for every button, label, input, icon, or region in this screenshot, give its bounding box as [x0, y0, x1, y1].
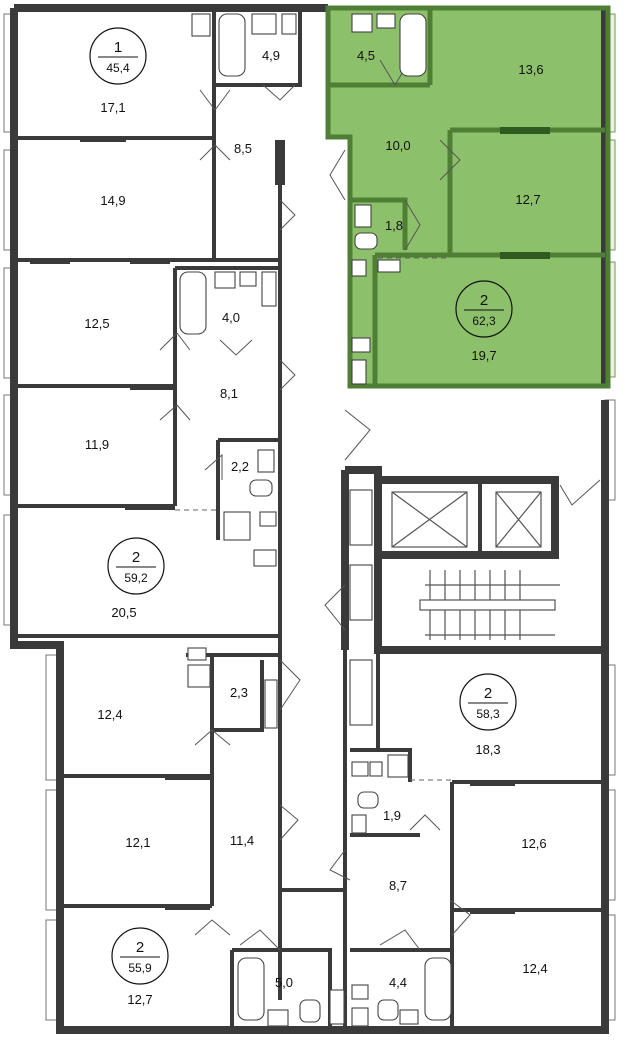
room-area: 14,9 [100, 193, 125, 208]
room-area: 12,5 [84, 316, 109, 331]
room-area: 2,3 [230, 685, 248, 700]
doors [159, 59, 601, 951]
apartment-area: 55,9 [128, 961, 152, 975]
room-area: 4,9 [262, 48, 280, 63]
room-area: 8,1 [220, 386, 238, 401]
apartment-area: 58,3 [476, 707, 500, 721]
room-area: 20,5 [111, 605, 136, 620]
room-area: 4,5 [357, 48, 375, 63]
room-area-labels: 17,1 4,9 8,5 14,9 12,5 4,0 8,1 11,9 2,2 … [84, 48, 547, 1007]
room-area: 11,9 [85, 437, 109, 452]
apartment-rooms: 2 [136, 939, 144, 956]
interior-walls-right-lower [343, 650, 605, 1030]
room-area: 12,4 [522, 961, 547, 976]
apartment-area: 45,4 [106, 61, 130, 75]
room-area: 19,7 [471, 348, 496, 363]
room-area: 1,9 [383, 808, 401, 823]
room-area: 12,4 [97, 707, 122, 722]
apartment-badge-d: 2 58,3 [459, 673, 517, 731]
room-area: 13,6 [518, 62, 543, 77]
room-area: 12,6 [521, 836, 546, 851]
window-strips [3, 13, 616, 1021]
apartment-area: 59,2 [124, 571, 148, 585]
room-area: 2,2 [231, 459, 249, 474]
room-area: 5,0 [275, 975, 293, 990]
room-area: 18,3 [475, 742, 500, 757]
apartment-badge-e: 2 55,9 [111, 927, 169, 985]
apartment-badge-a: 1 45,4 [89, 27, 147, 85]
room-area: 17,1 [100, 100, 125, 115]
room-area: 11,4 [230, 833, 254, 848]
room-area: 12,7 [127, 992, 152, 1007]
room-area: 4,4 [389, 975, 407, 990]
apartment-badge-b: 2 59,2 [107, 537, 165, 595]
room-area: 12,1 [125, 835, 150, 850]
building-core [341, 466, 605, 654]
room-area: 12,7 [515, 192, 540, 207]
apartment-rooms: 1 [114, 39, 122, 56]
apartment-rooms: 2 [480, 292, 488, 309]
room-area: 8,7 [389, 878, 407, 893]
sanitary-fixtures [179, 13, 452, 1027]
room-area: 10,0 [385, 138, 410, 153]
apartment-badge-c: 2 62,3 [455, 280, 513, 338]
apartment-area: 62,3 [472, 314, 496, 328]
apartment-rooms: 2 [132, 549, 140, 566]
room-area: 1,8 [385, 218, 403, 233]
exterior-walls [10, 4, 611, 1034]
room-area: 4,0 [222, 310, 240, 325]
apartment-rooms: 2 [484, 685, 492, 702]
interior-walls-left [18, 10, 347, 1030]
room-area: 8,5 [234, 141, 252, 156]
